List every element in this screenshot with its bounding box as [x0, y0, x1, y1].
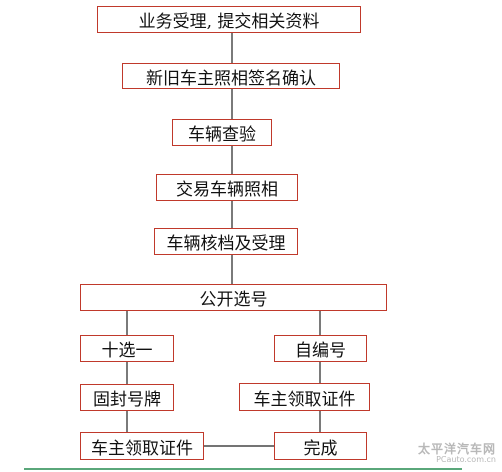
- step-complete-label: 完成: [303, 438, 338, 459]
- step-archive-review-label: 车辆核档及受理: [166, 234, 286, 254]
- step-vehicle-inspection: 车辆查验: [172, 119, 272, 146]
- step-vehicle-photo: 交易车辆照相: [156, 174, 298, 201]
- step-seal-plate-label: 固封号牌: [93, 390, 161, 410]
- bottom-divider: [24, 468, 462, 470]
- watermark-main-text: 太平洋汽车网: [417, 442, 496, 457]
- step-owner-photo-sign-label: 新旧车主照相签名确认: [146, 68, 316, 89]
- step-right-collect-docs: 车主领取证件: [239, 383, 370, 411]
- step-plate-selection-label: 公开选号: [199, 290, 268, 310]
- step-seal-plate: 固封号牌: [80, 384, 174, 411]
- watermark-sub-text: PCauto.com.cn: [436, 454, 496, 464]
- step-vehicle-photo-label: 交易车辆照相: [176, 180, 278, 200]
- step-left-collect-docs: 车主领取证件: [80, 432, 204, 460]
- step-business-acceptance: 业务受理, 提交相关资料: [97, 6, 361, 33]
- step-left-collect-docs-label: 车主领取证件: [91, 438, 193, 459]
- branch-right-self-number-label: 自编号: [295, 341, 346, 361]
- step-vehicle-inspection-label: 车辆查验: [188, 125, 256, 145]
- step-right-collect-docs-label: 车主领取证件: [253, 389, 356, 410]
- step-plate-selection: 公开选号: [80, 284, 387, 311]
- branch-left-choose-one: 十选一: [80, 335, 174, 362]
- branch-left-choose-one-label: 十选一: [101, 341, 153, 361]
- branch-right-self-number: 自编号: [274, 335, 367, 362]
- step-complete: 完成: [274, 432, 367, 460]
- site-watermark: 太平洋汽车网 PCauto.com.cn: [418, 443, 496, 464]
- step-owner-photo-sign: 新旧车主照相签名确认: [122, 63, 340, 89]
- step-business-acceptance-label: 业务受理, 提交相关资料: [138, 12, 320, 32]
- step-archive-review: 车辆核档及受理: [154, 228, 298, 255]
